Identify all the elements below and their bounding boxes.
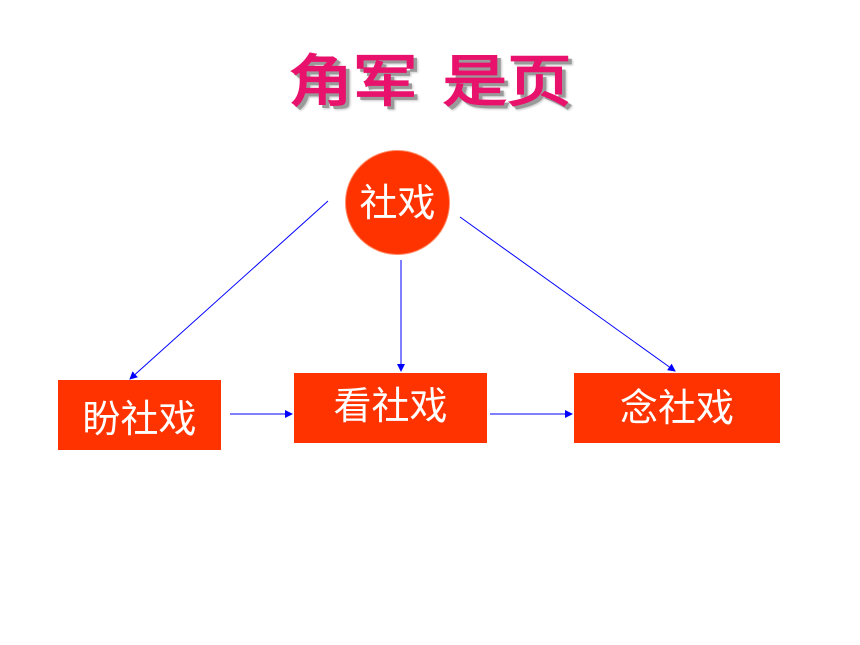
page-title: 角军是页 [0,48,860,118]
arrow-top-to-left [129,200,329,380]
title-part-2: 是页 [442,50,572,115]
node-middle-box: 看社戏 [294,373,487,443]
title-part-1: 角军 [288,50,418,115]
arrow-top-to-right [459,216,676,372]
node-top-circle: 社戏 [345,150,450,255]
node-right-box: 念社戏 [574,373,780,443]
node-left-box: 盼社戏 [58,380,221,450]
